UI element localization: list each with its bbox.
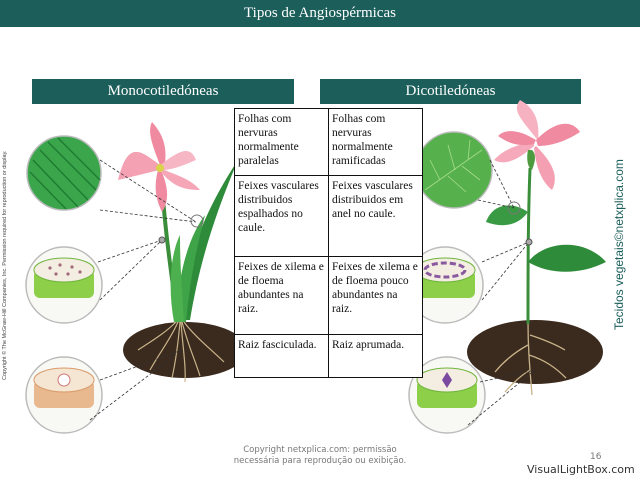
dicot-stem-cell: Feixes vasculares distribuidos em anel n… [328, 175, 423, 257]
slide-title: Tipos de Angiospérmicas [0, 0, 640, 27]
monocot-vascular-cell: Feixes de xilema e de floema abundantes … [234, 256, 329, 335]
brand-side-text: Tecidos vegetais©netxplica.com [612, 159, 626, 330]
monocot-flower [118, 122, 200, 212]
dicot-roots [494, 321, 567, 396]
dicot-stem-detail [406, 246, 484, 324]
dicot-soil [467, 320, 603, 384]
copyright-side-text: Copyright © The McGraw-Hill Companies, I… [2, 150, 8, 380]
monocot-leaf [176, 215, 205, 322]
dicot-leaf [528, 244, 606, 272]
monocot-leaf [170, 235, 184, 322]
dicot-header: Dicotiledóneas [320, 79, 581, 104]
watermark-link[interactable]: VisualLightBox.com [527, 463, 635, 476]
dicot-vascular-cell: Feixes de xilema e de floema pouco abund… [328, 256, 423, 335]
monocot-header: Monocotiledóneas [32, 79, 294, 104]
table-row: Feixes vasculares distribuidos espalhado… [234, 175, 423, 257]
comparison-table: Folhas com nervuras normalmente paralela… [234, 108, 423, 378]
dicot-root-cell: Raiz aprumada. [328, 334, 423, 378]
monocot-root-cell: Raiz fasciculada. [234, 334, 329, 378]
monocot-stem-detail [25, 246, 103, 324]
dicot-leaf-detail [415, 131, 493, 209]
dicot-stem [526, 167, 532, 325]
table-row: Raiz fasciculada. Raiz aprumada. [234, 334, 423, 378]
footer-line: necessária para reprodução ou exibição. [233, 456, 407, 466]
table-row: Feixes de xilema e de floema abundantes … [234, 256, 423, 335]
dicot-leaf-cell: Folhas com nervuras normalmente ramifica… [328, 108, 423, 176]
footer-line: Copyright netxplica.com: permissão [243, 445, 397, 455]
monocot-leaf-cell: Folhas com nervuras normalmente paralela… [234, 108, 329, 176]
dicot-leaf [486, 205, 528, 226]
table-row: Folhas com nervuras normalmente paralela… [234, 108, 423, 176]
monocot-leaf [178, 160, 238, 320]
dicot-root-detail [408, 356, 486, 434]
monocot-roots [137, 321, 225, 383]
dicot-flower [494, 100, 580, 190]
monocot-stem-cell: Feixes vasculares distribuidos espalhado… [234, 175, 329, 257]
footer-copyright: Copyright netxplica.com: permissão neces… [225, 445, 415, 467]
monocot-root-detail [25, 356, 103, 434]
page-number: 16 [590, 452, 602, 462]
monocot-leaf-detail [26, 135, 102, 211]
